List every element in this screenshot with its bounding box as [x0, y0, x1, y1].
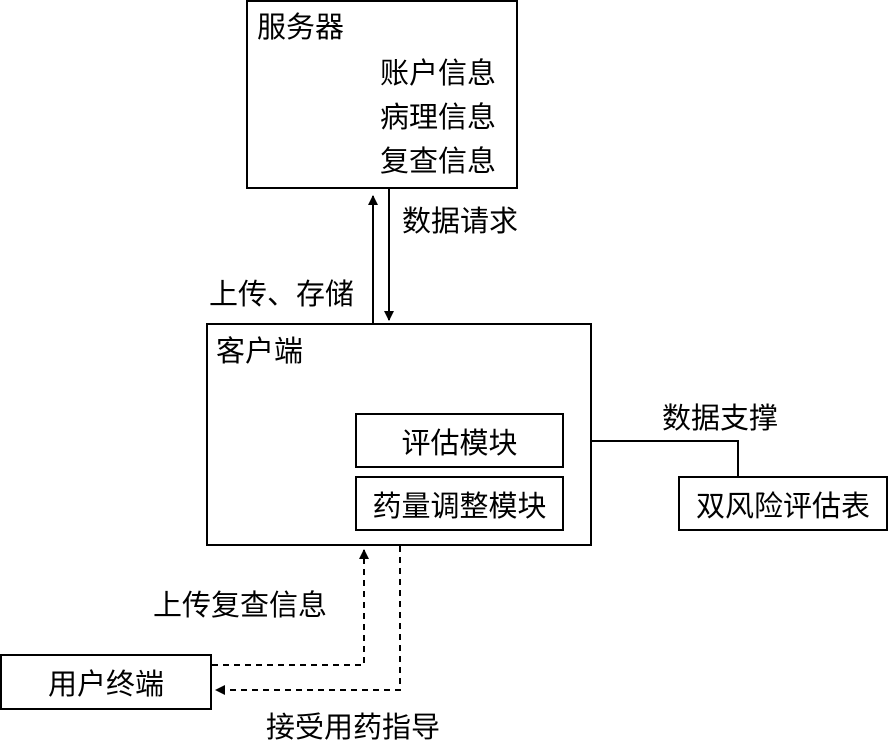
dose-adjustment-module: 药量调整模块	[355, 476, 564, 531]
server-item-followup: 复查信息	[380, 144, 497, 178]
data-support-arrow	[566, 436, 739, 476]
guidance-arrow	[215, 546, 401, 695]
upload-followup-label: 上传复查信息	[153, 588, 328, 622]
upload-store-label: 上传、存储	[209, 277, 355, 311]
server-title: 服务器	[257, 10, 345, 44]
user-terminal: 用户终端	[0, 654, 212, 710]
client-title: 客户端	[216, 334, 304, 368]
data-request-label: 数据请求	[402, 204, 519, 238]
client-box	[206, 323, 592, 546]
server-item-pathology: 病理信息	[380, 100, 497, 134]
server-box	[246, 0, 518, 189]
server-item-account: 账户信息	[380, 56, 497, 90]
dual-risk-assessment-table: 双风险评估表	[678, 476, 888, 531]
receive-guidance-label: 接受用药指导	[266, 710, 441, 744]
data-support-label: 数据支撑	[662, 401, 779, 435]
assessment-module: 评估模块	[355, 413, 564, 468]
